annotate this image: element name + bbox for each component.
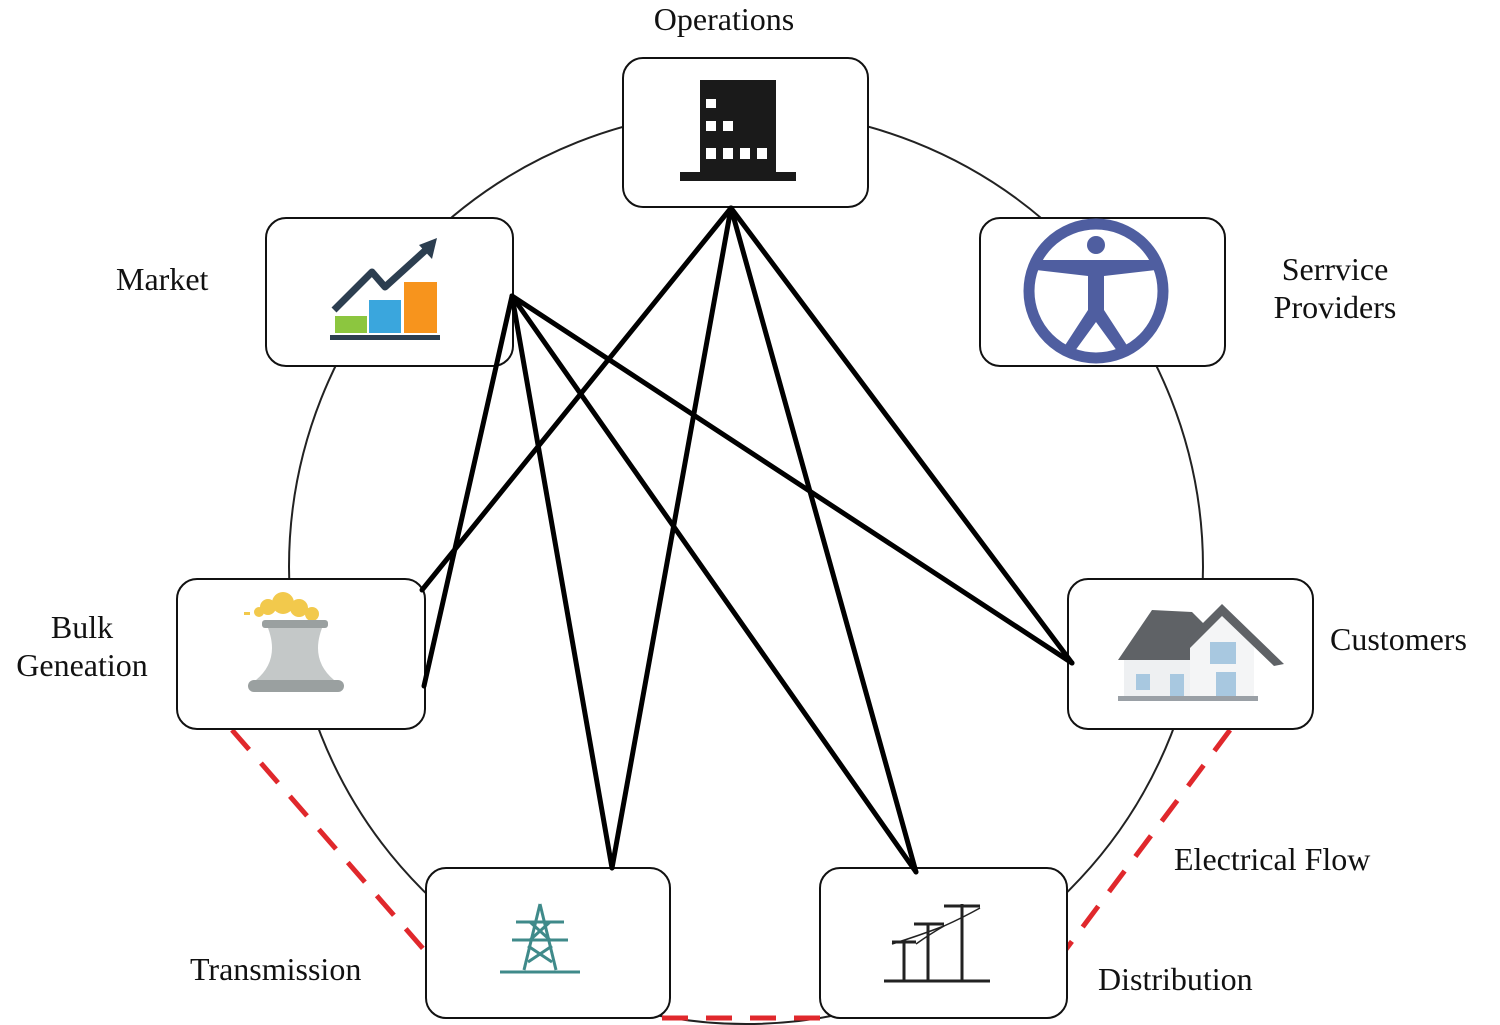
flow-line-distribution-customers — [1061, 728, 1233, 954]
vitruvian-person-icon — [1023, 218, 1169, 364]
rising-bar-chart-icon — [330, 238, 440, 340]
comm-line-market-distribution — [509, 293, 919, 875]
transmission-tower-icon — [500, 903, 580, 974]
communication-lines — [419, 205, 1075, 875]
service-providers-label-line1: Serrvice — [1281, 251, 1389, 287]
transmission-label: Transmission — [190, 951, 362, 987]
utility-poles-icon — [884, 904, 990, 983]
comm-line-operations-customers — [728, 205, 1075, 666]
bulk-generation-label-line1: Bulk — [50, 609, 114, 645]
bulk-generation-label: Bulk Geneation — [0, 608, 164, 684]
cooling-tower-icon — [244, 592, 344, 692]
market-box — [265, 217, 514, 367]
market-label: Market — [116, 261, 209, 297]
service-providers-label-line2: Providers — [1273, 289, 1397, 325]
comm-line-operations-transmission — [609, 205, 734, 871]
house-icon — [1118, 604, 1284, 701]
comm-line-market-bulk — [421, 293, 515, 689]
customers-label: Customers — [1330, 621, 1467, 657]
electrical-flow-label: Electrical Flow — [1174, 841, 1371, 877]
flow-line-bulk-transmission — [230, 728, 428, 954]
office-building-icon — [680, 80, 796, 181]
distribution-label: Distribution — [1098, 961, 1253, 997]
comm-line-market-customers — [509, 293, 1075, 666]
bulk-generation-label-line2: Geneation — [16, 647, 148, 683]
service-providers-label: Serrvice Providers — [1250, 250, 1420, 326]
comm-line-operations-distribution — [728, 205, 919, 875]
operations-label: Operations — [653, 1, 795, 37]
electrical-flow-lines — [230, 728, 1233, 1021]
comm-line-operations-bulk — [419, 205, 734, 593]
comm-line-market-transmission — [509, 293, 615, 871]
distribution-box — [819, 867, 1068, 1019]
